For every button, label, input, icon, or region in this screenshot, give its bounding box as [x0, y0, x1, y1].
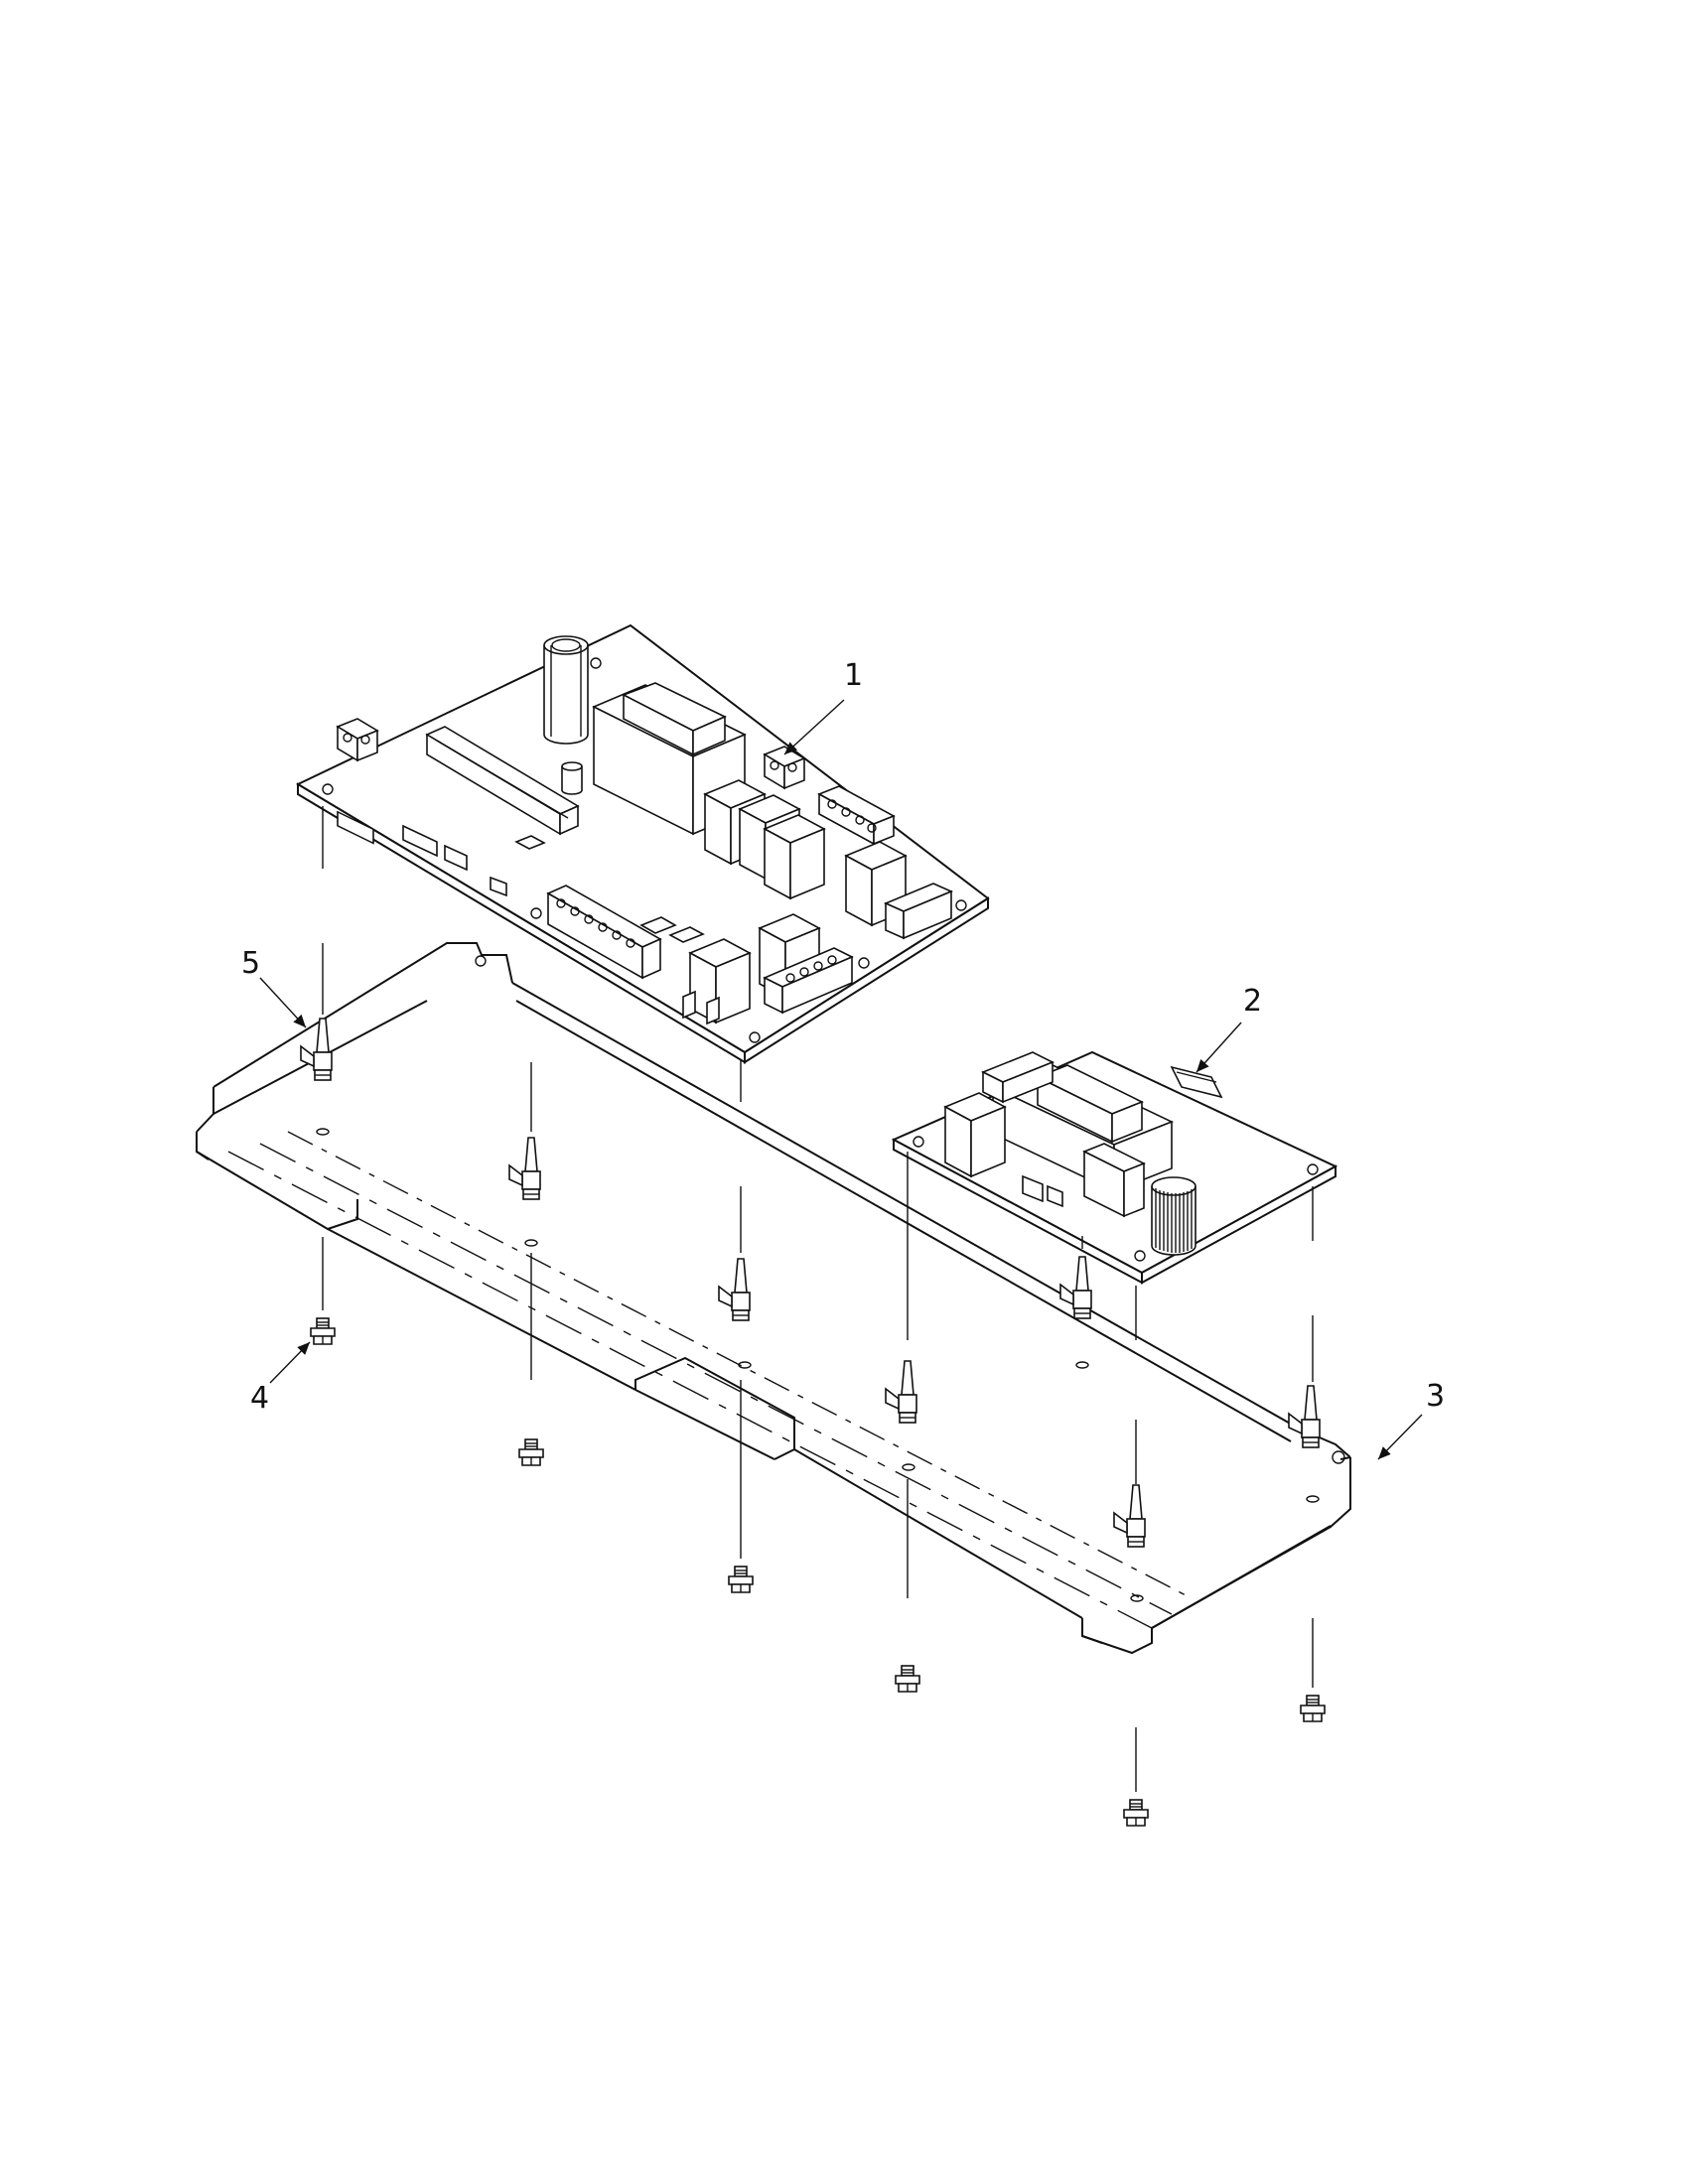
screws [310, 1317, 1326, 1827]
callout-label-5: 5 [241, 946, 260, 981]
mounting-plate [196, 942, 1351, 1655]
secondary-power-board [891, 1050, 1338, 1285]
callout-3: 3 [1377, 1379, 1445, 1460]
callout-2: 2 [1196, 984, 1262, 1073]
callout-5: 5 [241, 946, 307, 1028]
callout-4: 4 [250, 1341, 311, 1416]
callout-label-2: 2 [1243, 984, 1262, 1019]
assembly-lines [322, 806, 1314, 1792]
callout-label-3: 3 [1426, 1379, 1445, 1414]
main-control-board [295, 623, 990, 1064]
callout-1: 1 [783, 658, 863, 755]
callout-label-4: 4 [250, 1381, 269, 1416]
callout-label-1: 1 [844, 658, 863, 693]
